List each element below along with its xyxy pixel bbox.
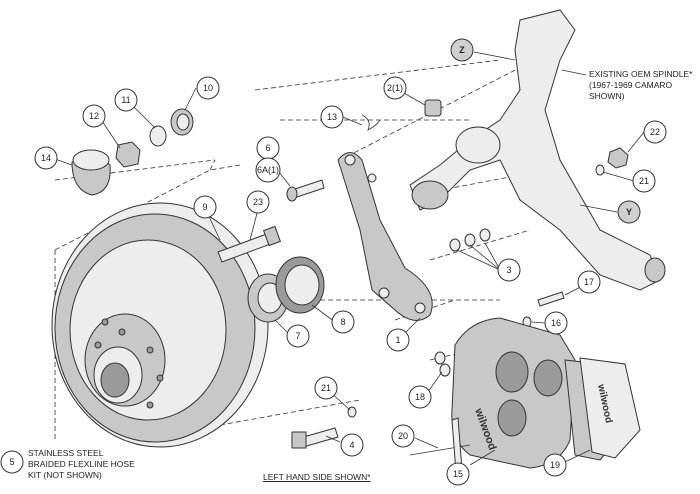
svg-text:22: 22 <box>650 127 660 137</box>
callout-1: 1 <box>386 328 410 352</box>
svg-text:21: 21 <box>639 176 649 186</box>
callout-10: 10 <box>196 76 220 100</box>
svg-text:21: 21 <box>321 383 331 393</box>
rotor <box>51 202 269 448</box>
oem-spindle <box>409 9 666 291</box>
callout-21-lower: 21 <box>314 376 338 400</box>
callout-19: 19 <box>543 453 567 477</box>
svg-text:6: 6 <box>265 143 270 153</box>
svg-text:3: 3 <box>506 265 511 275</box>
callout-12: 12 <box>82 104 106 128</box>
svg-text:19: 19 <box>550 460 560 470</box>
bleeder-and-clip <box>409 351 471 473</box>
brake-pads: wilwood <box>564 357 641 461</box>
callout-21-upper: 21 <box>632 169 656 193</box>
callout-23: 23 <box>246 190 270 214</box>
caliper: wilwood <box>451 317 576 469</box>
svg-text:18: 18 <box>415 392 425 402</box>
hardware <box>286 99 629 449</box>
hub-small-parts <box>71 108 194 196</box>
callout-15: 15 <box>446 462 470 486</box>
svg-text:9: 9 <box>202 202 207 212</box>
callout-4: 4 <box>340 433 364 457</box>
svg-text:17: 17 <box>584 277 594 287</box>
bearing-and-seal <box>247 256 325 323</box>
caliper-bracket <box>337 152 433 321</box>
callout-z: Z <box>450 38 474 62</box>
left-side-note: LEFT HAND SIDE SHOWN* <box>263 472 371 482</box>
svg-text:Z: Z <box>459 45 465 55</box>
svg-text:Y: Y <box>626 207 632 217</box>
spindle-note: EXISTING OEM SPINDLE* (1967-1969 CAMARO … <box>589 69 693 101</box>
callout-7: 7 <box>286 324 310 348</box>
callout-6: 6 <box>256 136 280 160</box>
callout-17: 17 <box>577 270 601 294</box>
svg-text:6A(1): 6A(1) <box>257 165 279 175</box>
svg-text:15: 15 <box>453 469 463 479</box>
callout-13: 13 <box>320 105 344 129</box>
callout-2: 2(1) <box>383 76 407 100</box>
svg-text:16: 16 <box>551 318 561 328</box>
svg-text:8: 8 <box>340 317 345 327</box>
callout-6a: 6A(1) <box>255 157 281 183</box>
svg-text:12: 12 <box>89 111 99 121</box>
svg-text:2(1): 2(1) <box>387 83 403 93</box>
svg-text:5: 5 <box>9 457 14 467</box>
callout-9: 9 <box>193 195 217 219</box>
callout-18: 18 <box>408 385 432 409</box>
callout-11: 11 <box>114 88 138 112</box>
svg-text:14: 14 <box>41 153 51 163</box>
svg-text:11: 11 <box>121 95 130 105</box>
callout-y: Y <box>617 200 641 224</box>
svg-text:13: 13 <box>327 112 337 122</box>
svg-text:23: 23 <box>253 197 263 207</box>
svg-text:7: 7 <box>295 331 300 341</box>
svg-text:1: 1 <box>395 335 400 345</box>
callout-20: 20 <box>391 424 415 448</box>
callout-14: 14 <box>34 146 58 170</box>
svg-text:20: 20 <box>398 431 408 441</box>
callout-16: 16 <box>544 311 568 335</box>
callout-22: 22 <box>643 120 667 144</box>
svg-text:4: 4 <box>349 440 354 450</box>
svg-text:10: 10 <box>203 83 213 93</box>
callout-3: 3 <box>497 258 521 282</box>
callout-5: 5 <box>0 450 24 474</box>
callout-8: 8 <box>331 310 355 334</box>
wheel-stud <box>217 225 282 263</box>
hose-kit-note: STAINLESS STEEL BRAIDED FLEXLINE HOSE KI… <box>28 448 135 480</box>
